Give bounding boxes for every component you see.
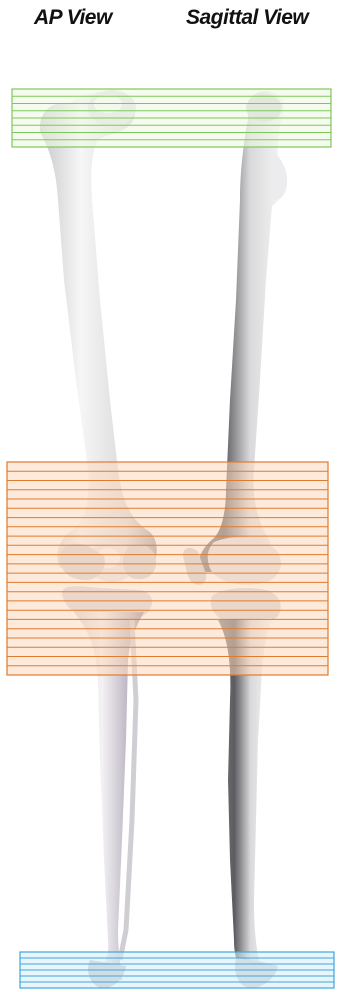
knee-scan-region xyxy=(7,462,328,675)
hip-scan-region xyxy=(12,89,331,147)
ankle-scan-region xyxy=(20,952,334,988)
